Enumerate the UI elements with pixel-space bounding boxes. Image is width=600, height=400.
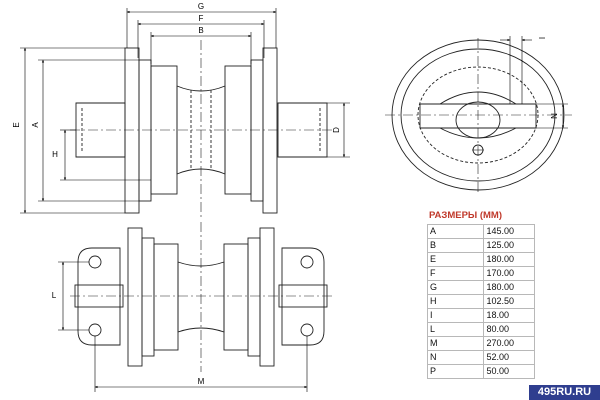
label-e: E bbox=[12, 122, 21, 127]
row-value: 80.00 bbox=[483, 322, 535, 337]
row-key: M bbox=[426, 336, 485, 351]
row-value: 125.00 bbox=[483, 238, 535, 253]
label-h: H bbox=[52, 150, 58, 159]
top-view-dimension-labels: L M bbox=[52, 291, 205, 386]
row-key: F bbox=[426, 266, 485, 281]
label-f: F bbox=[199, 14, 204, 23]
side-dimension-labels: I N bbox=[538, 37, 559, 119]
side-dimensions bbox=[500, 36, 568, 129]
table-title: РАЗМЕРЫ (ММ) bbox=[429, 210, 502, 221]
row-value: 52.00 bbox=[483, 350, 535, 365]
side-view bbox=[385, 38, 572, 195]
label-n: N bbox=[550, 113, 559, 119]
row-key: I bbox=[426, 308, 485, 323]
row-key: N bbox=[426, 350, 485, 365]
label-m: M bbox=[198, 377, 205, 386]
label-d: D bbox=[332, 127, 341, 133]
row-value: 18.00 bbox=[483, 308, 535, 323]
row-value: 180.00 bbox=[483, 252, 535, 267]
top-view bbox=[70, 222, 335, 372]
row-key: A bbox=[426, 224, 485, 239]
row-key: B bbox=[426, 238, 485, 253]
row-value: 180.00 bbox=[483, 280, 535, 295]
front-dimensions bbox=[20, 8, 350, 214]
row-key: G bbox=[426, 280, 485, 295]
row-key: H bbox=[426, 294, 485, 309]
row-value: 145.00 bbox=[483, 224, 535, 239]
row-key: L bbox=[426, 322, 485, 337]
front-view bbox=[70, 40, 335, 220]
top-view-dimensions bbox=[58, 261, 308, 392]
label-i: I bbox=[538, 37, 547, 39]
row-value: 102.50 bbox=[483, 294, 535, 309]
row-value: 270.00 bbox=[483, 336, 535, 351]
row-value: 50.00 bbox=[483, 364, 535, 379]
label-a: A bbox=[31, 122, 40, 128]
site-watermark: 495RU.RU bbox=[529, 385, 600, 400]
row-key: E bbox=[426, 252, 485, 267]
row-key: P bbox=[426, 364, 485, 379]
front-dimension-labels: G F B E A H D bbox=[12, 2, 341, 159]
label-b: B bbox=[198, 26, 203, 35]
row-value: 170.00 bbox=[483, 266, 535, 281]
label-l: L bbox=[52, 291, 57, 300]
label-g: G bbox=[198, 2, 204, 11]
